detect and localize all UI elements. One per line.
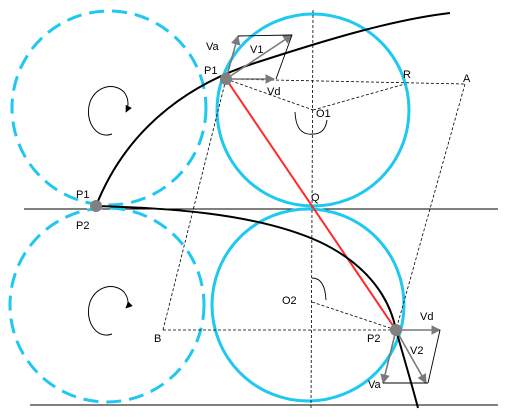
label-q: Q <box>311 192 320 204</box>
label-vd-top: Vd <box>267 86 280 98</box>
angle-arc-o2 <box>311 277 327 301</box>
label-p2-bottom: P2 <box>367 333 380 345</box>
vector-helper-bottom-1 <box>427 329 441 384</box>
dashed-o2-to-p2 <box>311 301 397 331</box>
label-vd-bottom: Vd <box>420 311 433 323</box>
label-va-top: Va <box>206 41 220 53</box>
point-p2-bottom <box>390 324 402 336</box>
label-o2: O2 <box>282 295 297 307</box>
lower-trajectory-curve <box>95 205 419 409</box>
dashed-o1-to-r <box>312 83 406 111</box>
clockwise-arrow-icon <box>88 286 133 336</box>
label-p1-top: P1 <box>204 65 217 77</box>
vector-helper-top-2 <box>275 34 293 80</box>
upper-trajectory-curve <box>95 12 451 207</box>
label-o1: O1 <box>316 108 331 120</box>
vector-va-bottom <box>380 329 397 384</box>
point-p1-p2-left <box>90 200 102 212</box>
vector-v1-top <box>225 34 293 80</box>
vector-va-top <box>225 35 241 80</box>
vector-v2-bottom <box>395 329 427 384</box>
red-chord-p1-p2 <box>225 78 397 331</box>
dashed-a-to-p2 <box>395 83 466 331</box>
label-p2-left: P2 <box>76 220 89 232</box>
label-p1-left: P1 <box>76 189 89 201</box>
left-upper-dashed-circle <box>10 9 208 207</box>
label-a: A <box>463 73 471 85</box>
dashed-b-to-p1 <box>162 78 227 331</box>
vector-helper-top-1 <box>237 34 293 37</box>
lower-solid-circle <box>210 207 406 403</box>
label-r: R <box>403 69 411 81</box>
vertical-center-line <box>310 9 314 409</box>
point-p1-top <box>220 73 232 85</box>
label-v1: V1 <box>250 44 263 56</box>
label-b: B <box>154 333 161 345</box>
clockwise-arrow-icon <box>88 86 132 136</box>
angle-arc-o1 <box>294 111 328 135</box>
label-v2: V2 <box>410 345 423 357</box>
dashed-p1-to-o1 <box>225 78 314 111</box>
label-va-bottom: Va <box>368 379 382 391</box>
left-lower-dashed-circle <box>8 206 206 404</box>
